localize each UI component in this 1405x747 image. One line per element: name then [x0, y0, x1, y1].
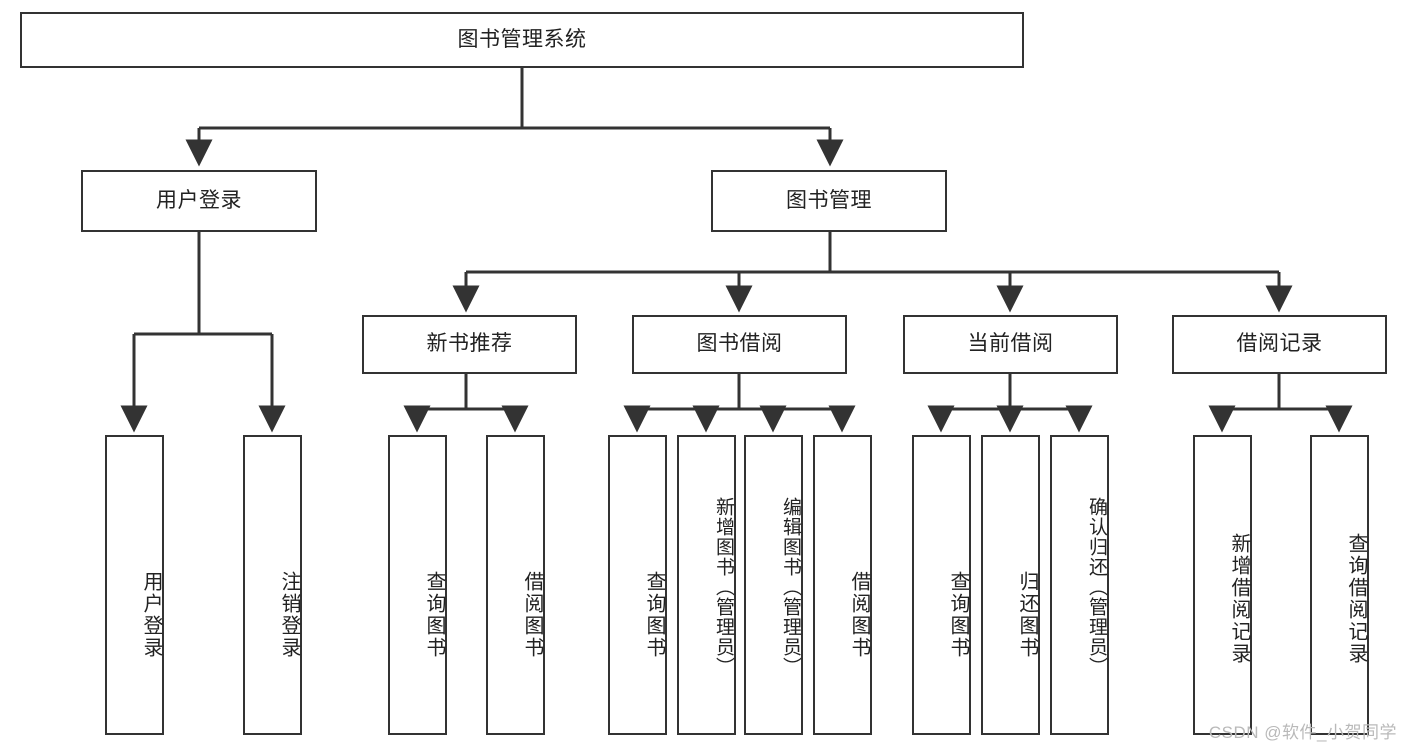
node-book-management[interactable]: 图书管理 [711, 170, 947, 232]
node-label: 归还图书 [1016, 571, 1038, 659]
node-label: 当前借阅 [967, 332, 1054, 356]
leaf-return-book[interactable]: 归还图书 [981, 435, 1040, 735]
node-new-book-recommend[interactable]: 新书推荐 [362, 315, 577, 374]
node-label: 借阅图书 [848, 571, 870, 659]
node-label: 查询图书 [423, 571, 445, 659]
leaf-query-borrow-record[interactable]: 查询借阅记录 [1310, 435, 1369, 735]
node-book-borrow[interactable]: 图书借阅 [632, 315, 847, 374]
leaf-borrow-book[interactable]: 借阅图书 [813, 435, 872, 735]
node-label: 新增图书（管理员） [713, 497, 734, 677]
node-label: 图书管理系统 [457, 27, 587, 51]
leaf-confirm-return-admin[interactable]: 确认归还（管理员） [1050, 435, 1109, 735]
node-label: 新书推荐 [426, 332, 513, 356]
leaf-add-borrow-record[interactable]: 新增借阅记录 [1193, 435, 1252, 735]
leaf-edit-book-admin[interactable]: 编辑图书（管理员） [744, 435, 803, 735]
node-label: 查询图书 [947, 571, 969, 659]
node-label: 用户登录 [156, 188, 242, 212]
node-label: 借阅图书 [521, 571, 543, 659]
node-label: 借阅记录 [1236, 332, 1323, 356]
node-label: 图书管理 [786, 188, 872, 212]
leaf-user-login[interactable]: 用户登录 [105, 435, 164, 735]
leaf-query-book-current[interactable]: 查询图书 [912, 435, 971, 735]
leaf-logout-login[interactable]: 注销登录 [243, 435, 302, 735]
node-label: 注销登录 [278, 571, 300, 659]
node-label: 图书借阅 [696, 332, 783, 356]
node-label: 新增借阅记录 [1228, 533, 1250, 665]
node-borrow-record[interactable]: 借阅记录 [1172, 315, 1387, 374]
leaf-add-book-admin[interactable]: 新增图书（管理员） [677, 435, 736, 735]
node-label: 确认归还（管理员） [1086, 497, 1107, 677]
node-user-login[interactable]: 用户登录 [81, 170, 317, 232]
node-label: 查询借阅记录 [1345, 533, 1367, 665]
watermark-text: CSDN @软件_小贺同学 [1208, 723, 1397, 742]
node-label: 编辑图书（管理员） [780, 497, 801, 677]
leaf-borrow-book-new[interactable]: 借阅图书 [486, 435, 545, 735]
node-current-borrow[interactable]: 当前借阅 [903, 315, 1118, 374]
node-root-system[interactable]: 图书管理系统 [20, 12, 1024, 68]
leaf-query-book-borrow[interactable]: 查询图书 [608, 435, 667, 735]
leaf-query-book-new[interactable]: 查询图书 [388, 435, 447, 735]
node-label: 查询图书 [643, 571, 665, 659]
node-label: 用户登录 [140, 571, 162, 659]
